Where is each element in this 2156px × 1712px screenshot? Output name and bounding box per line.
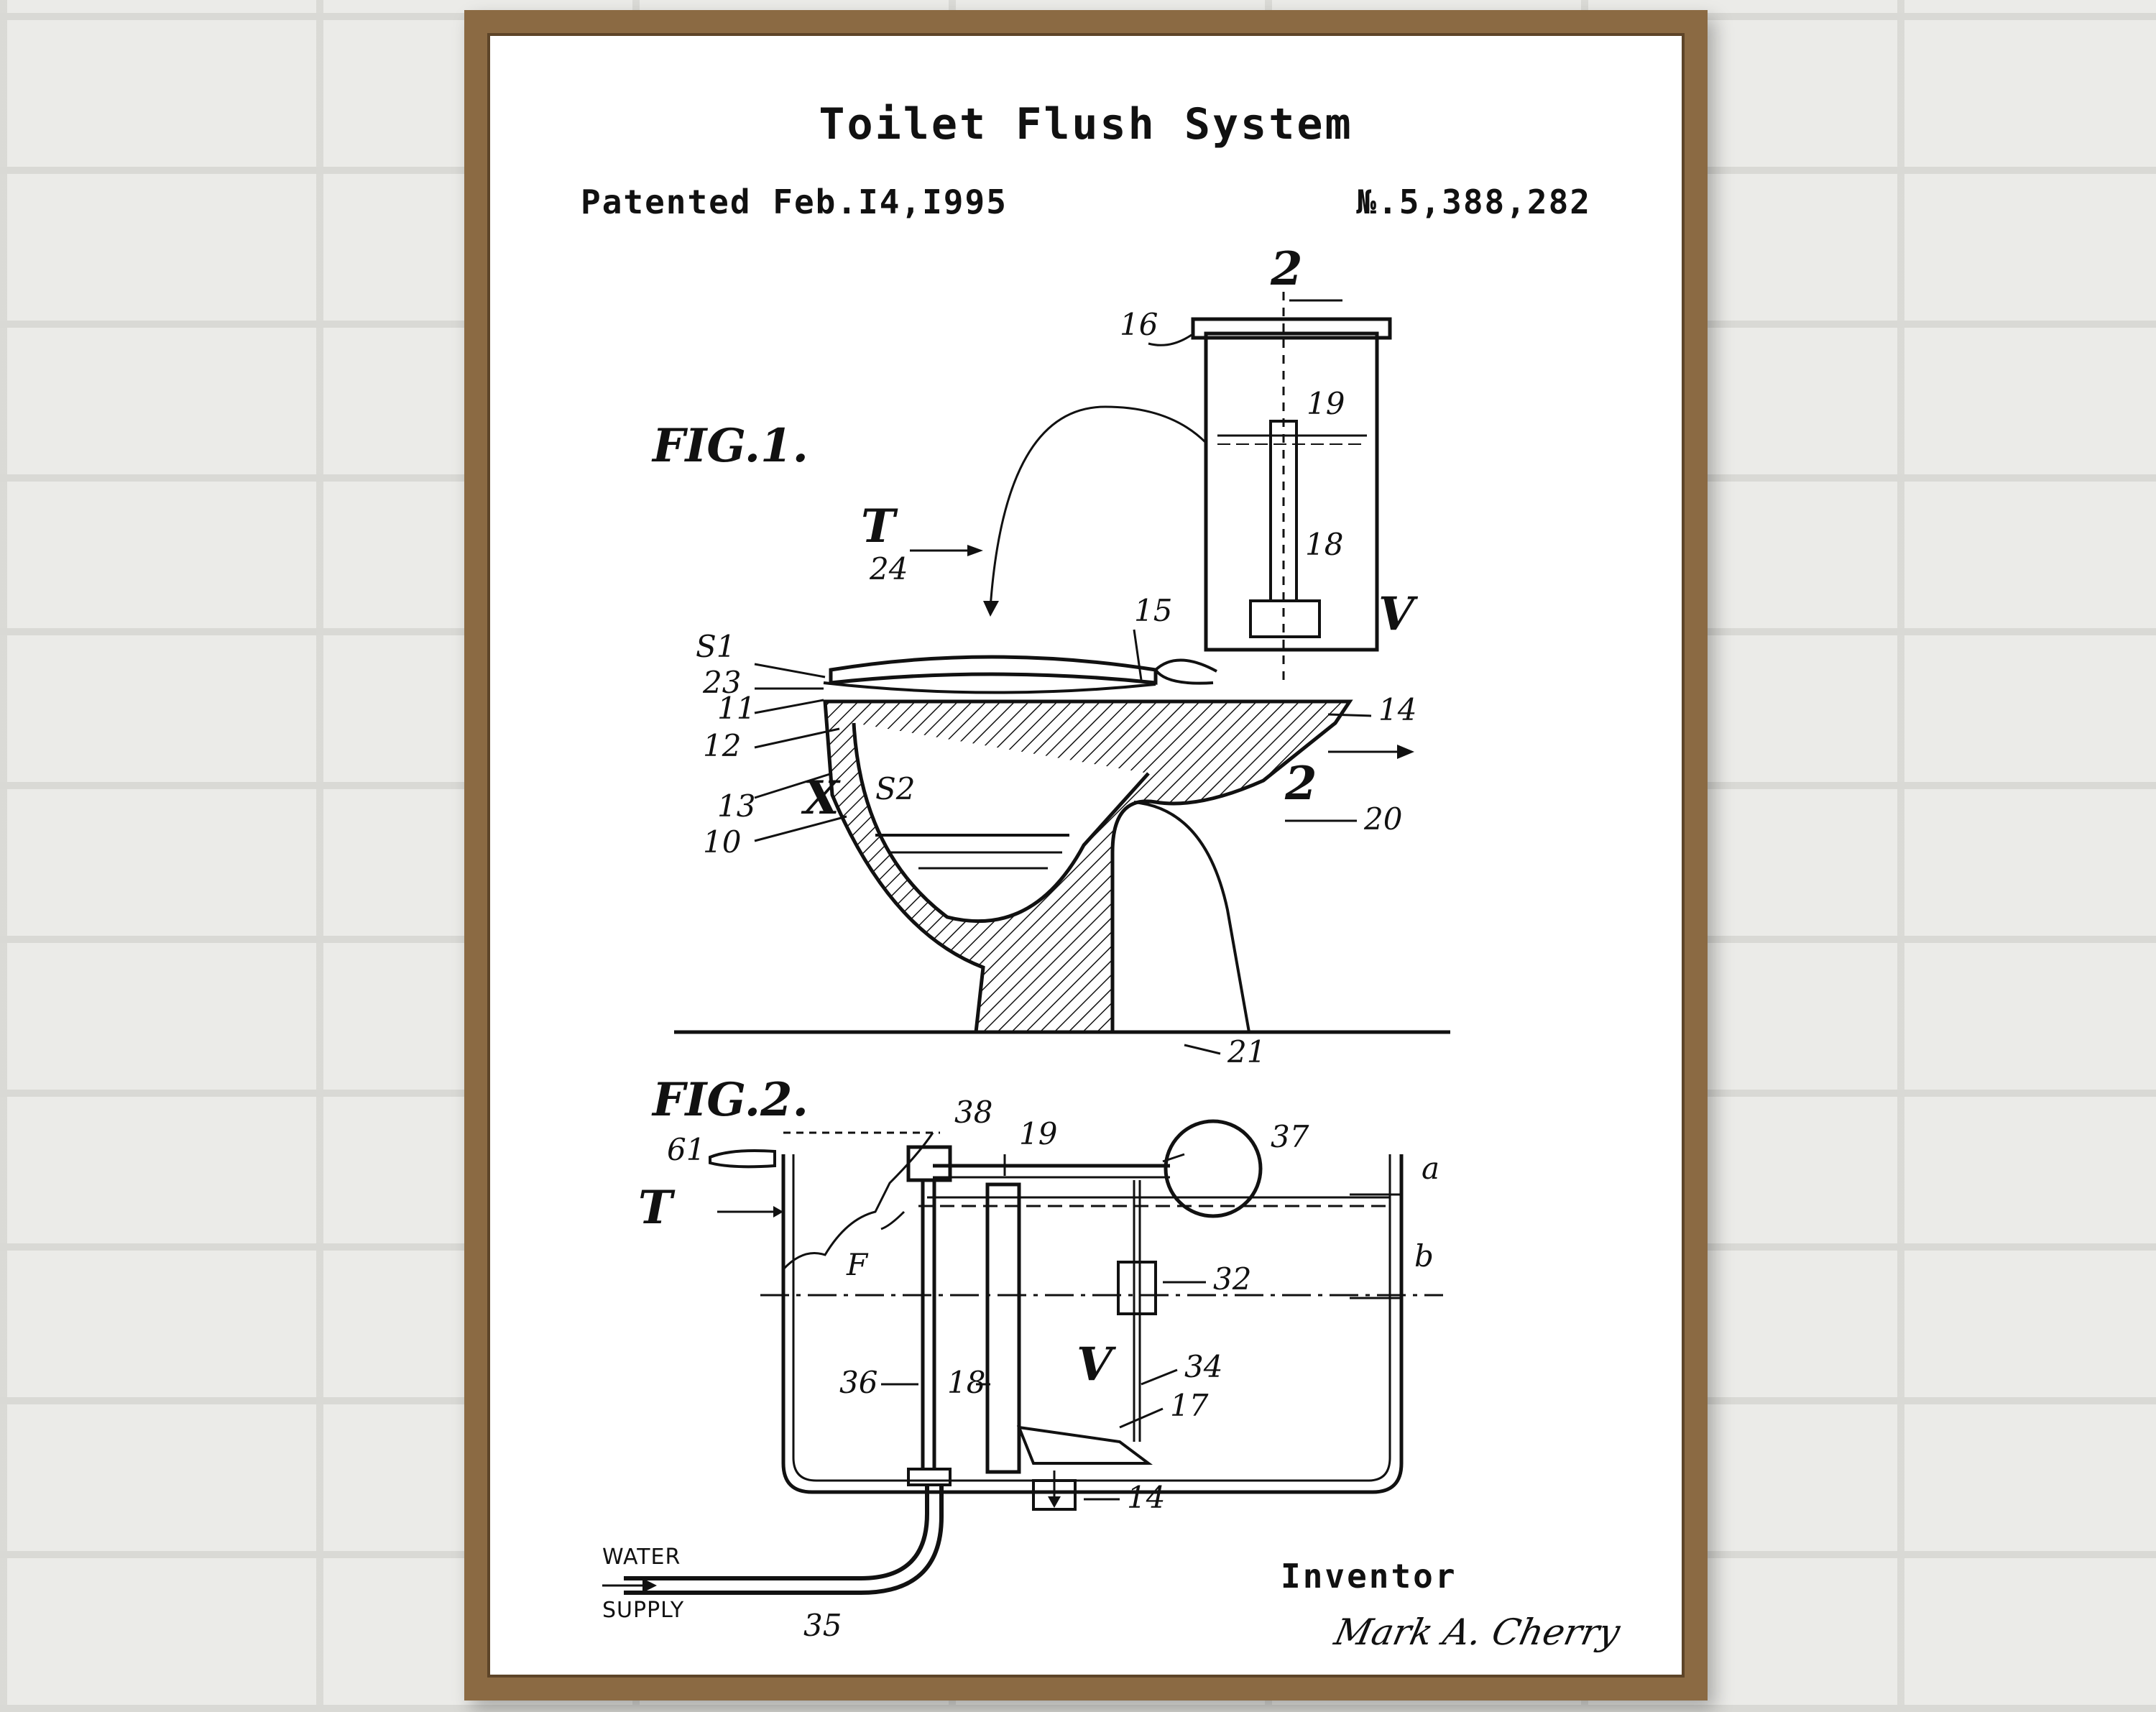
fig2-label-18: 18 [947, 1365, 985, 1400]
fig1-label-X: X [801, 771, 841, 825]
inventor-label: Inventor [1281, 1557, 1457, 1596]
fig2-label-14: 14 [1127, 1480, 1165, 1515]
fig1-label-23: 23 [702, 665, 741, 700]
fig1-tank [1204, 331, 1379, 652]
fig1-caption: FIG.1. [651, 419, 808, 473]
fig2-lift-chain-clip [1117, 1261, 1157, 1315]
fig1-label-11: 11 [717, 691, 755, 726]
fig2-label-34: 34 [1184, 1349, 1222, 1384]
fig2-flapper [1016, 1425, 1153, 1465]
fig1-tank-lid [1191, 317, 1392, 340]
poster-frame: Toilet Flush System Patented Feb.I4,I995… [464, 10, 1708, 1701]
fig2-label-19: 19 [1019, 1116, 1057, 1151]
patent-number: №.5,388,282 [1356, 183, 1591, 221]
inventor-signature: Mark A. Cherry [1330, 1611, 1624, 1653]
fig1-seat-lid [829, 655, 1158, 685]
fig2-ballcock-valve [906, 1145, 952, 1182]
fig1-label-12: 12 [703, 728, 741, 763]
fig2-label-F: F [846, 1247, 869, 1282]
fig2-label-T: T [638, 1181, 676, 1235]
fig2-label-36: 36 [839, 1365, 877, 1400]
fig1-label-19: 19 [1307, 386, 1345, 421]
fig1-label-10: 10 [703, 824, 741, 860]
figure-2 [602, 1119, 1443, 1595]
fig1-label-S2: S2 [875, 771, 916, 806]
fig1-label-T: T [861, 500, 898, 553]
patent-drawing: FIG.1. 2 16 19 T 18 24 15 V S1 23 11 14 … [602, 242, 1450, 1643]
fig1-label-21: 21 [1227, 1034, 1266, 1069]
fig1-flush-valve [1249, 599, 1321, 638]
fig2-tank-wall [781, 1154, 1404, 1494]
fig2-label-61: 61 [667, 1132, 705, 1167]
fig1-label-S1: S1 [696, 629, 736, 664]
fig2-label-supply: SUPPLY [602, 1598, 684, 1623]
fig2-label-water: WATER [602, 1545, 681, 1570]
fig1-label-20: 20 [1363, 801, 1402, 837]
fig1-label-V: V [1378, 587, 1419, 641]
patent-date: Patented Feb.I4,I995 [581, 183, 1008, 221]
fig1-label-16: 16 [1120, 307, 1158, 342]
fig2-label-17: 17 [1170, 1388, 1209, 1423]
fig2-label-38: 38 [954, 1095, 992, 1130]
fig2-caption: FIG.2. [651, 1073, 808, 1127]
fig1-label-18: 18 [1305, 527, 1343, 562]
fig1-overflow-tube [1269, 420, 1298, 602]
fig1-label-13: 13 [717, 788, 755, 824]
fig2-overflow-tube [985, 1182, 1021, 1474]
fig2-label-37: 37 [1271, 1119, 1309, 1154]
figure-1 [674, 292, 1450, 1055]
fig2-label-32: 32 [1213, 1261, 1251, 1297]
fig2-label-35: 35 [803, 1608, 842, 1643]
fig1-label-2b: 2 [1284, 757, 1317, 811]
fig1-label-24: 24 [869, 551, 908, 586]
fig1-label-2a: 2 [1270, 242, 1303, 296]
fig2-label-V: V [1077, 1338, 1117, 1391]
fig2-float-ball [1164, 1119, 1263, 1218]
poster-title: Toilet Flush System [819, 99, 1353, 149]
fig1-label-15: 15 [1134, 593, 1172, 628]
fig1-label-14: 14 [1378, 692, 1416, 727]
fig2-label-a: a [1422, 1151, 1439, 1186]
fig2-label-b: b [1414, 1238, 1434, 1274]
